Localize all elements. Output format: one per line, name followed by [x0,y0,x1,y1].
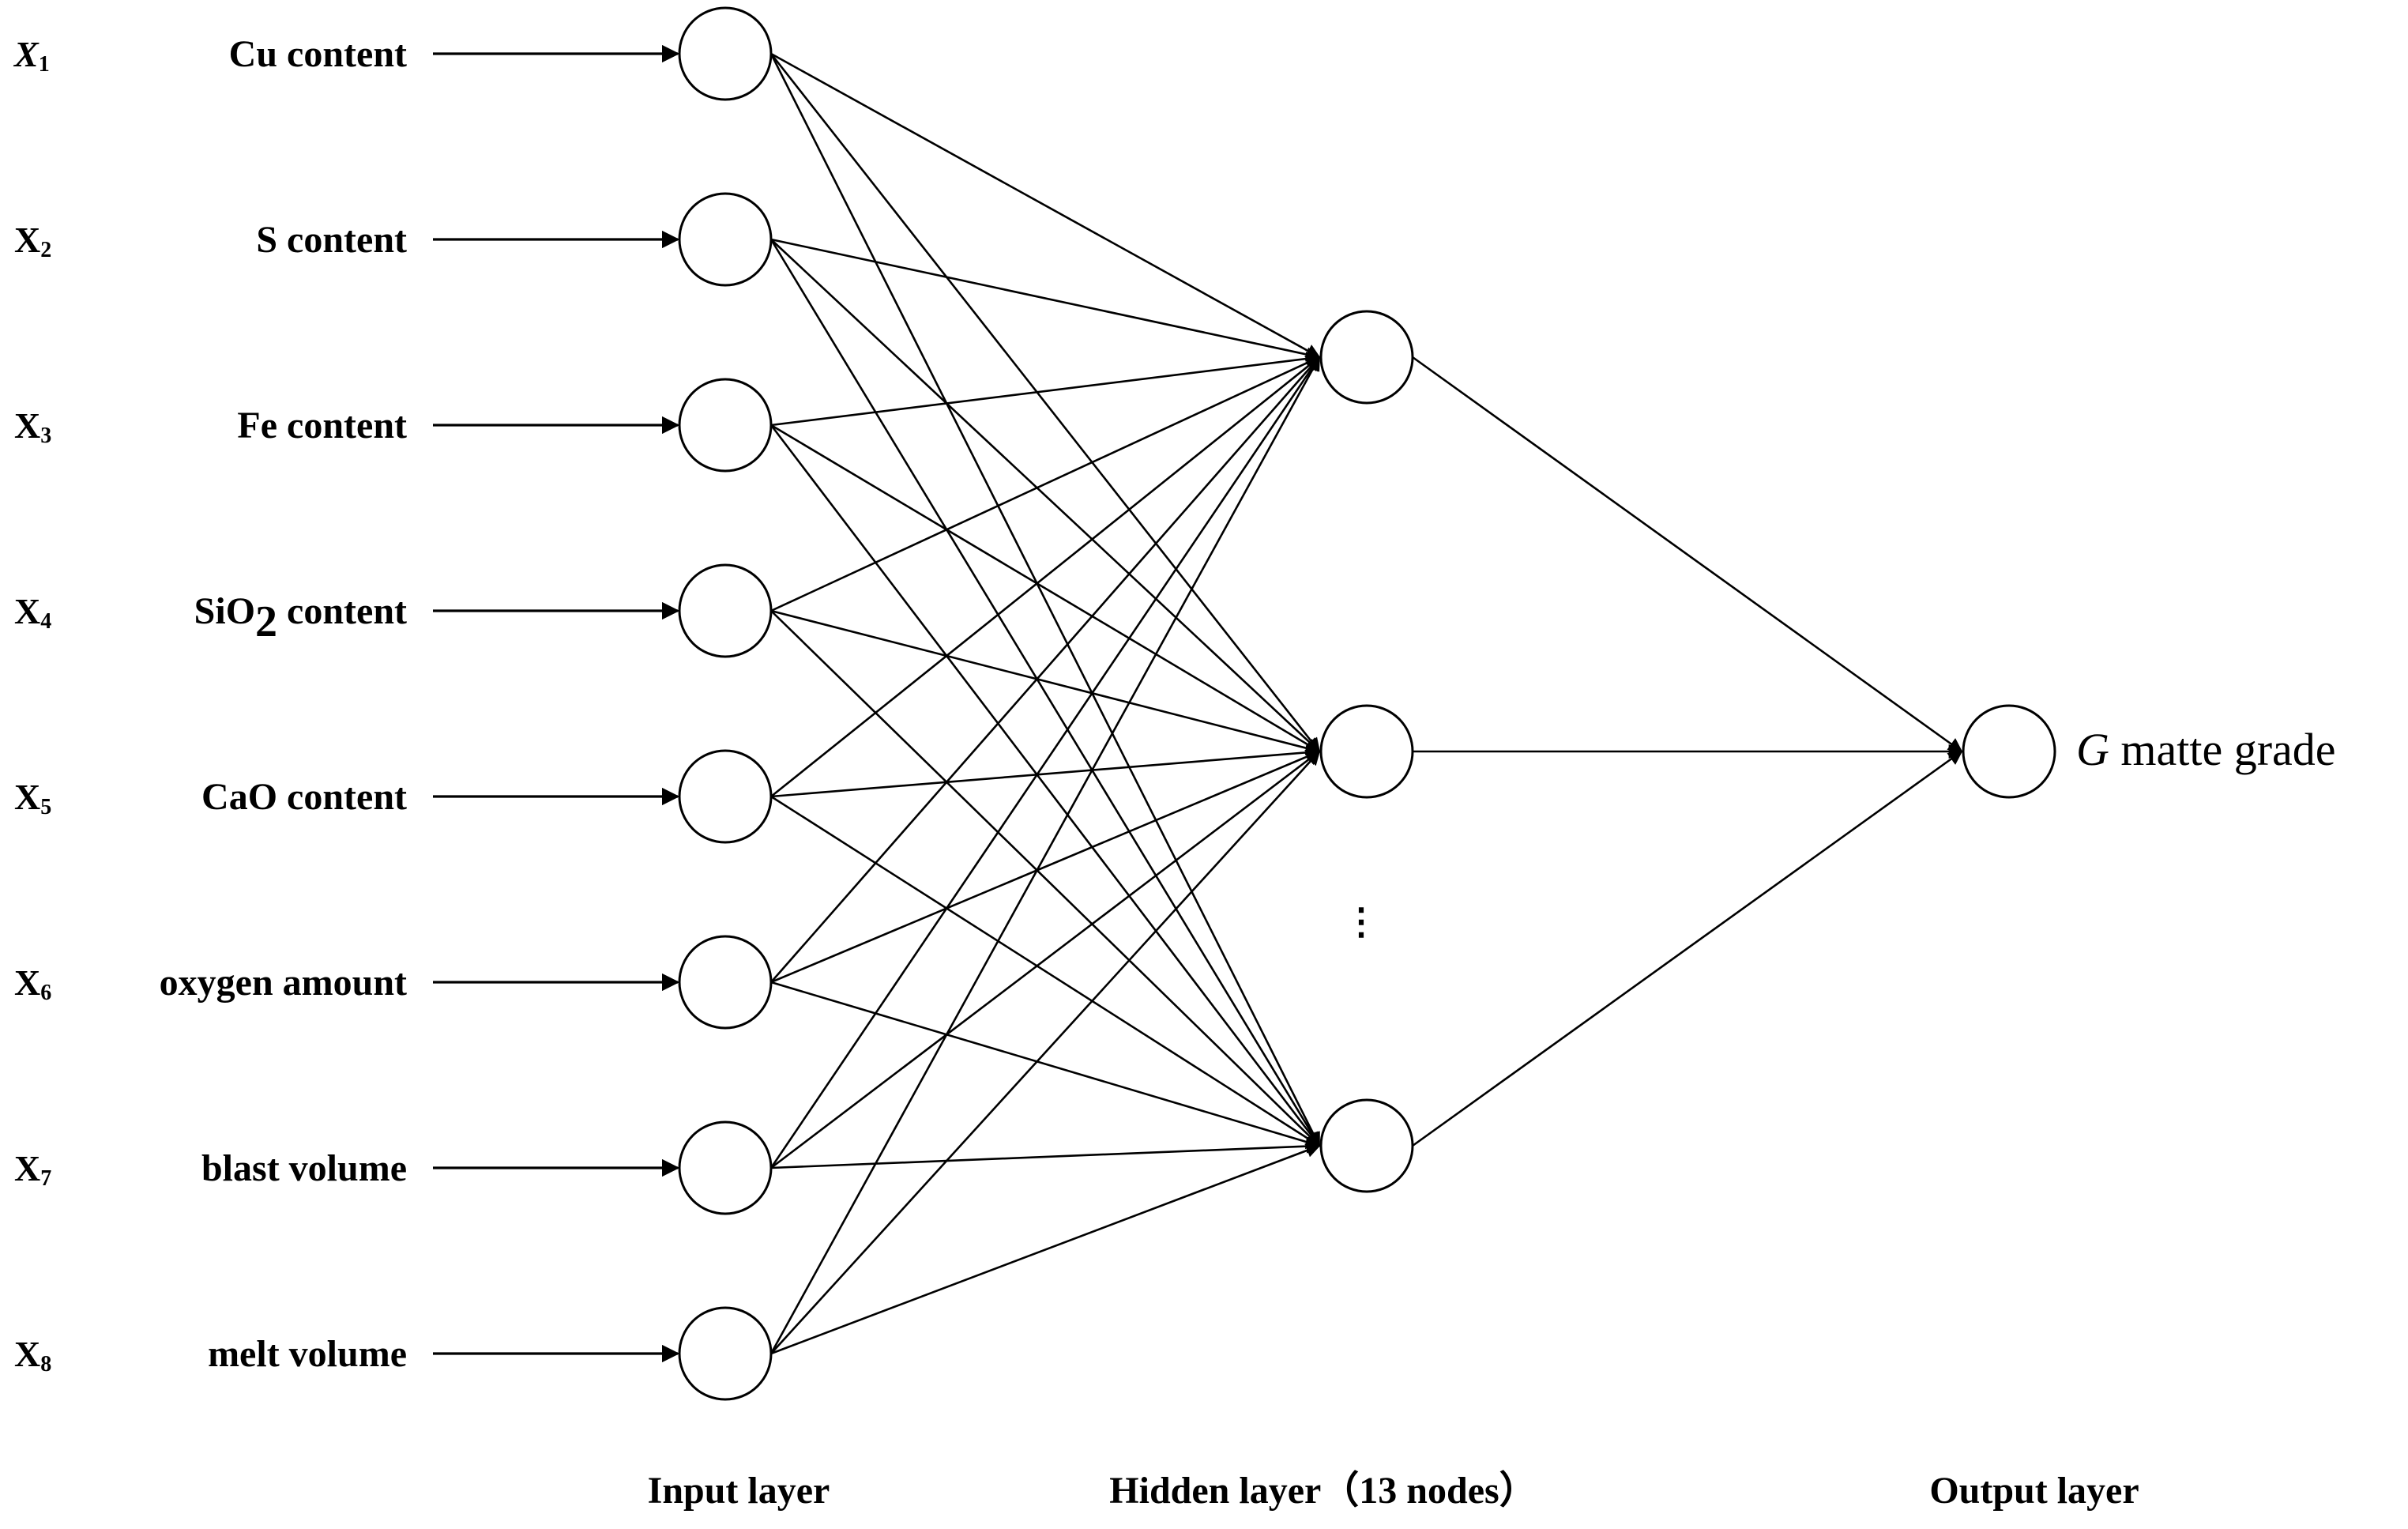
input-feature-5: CaO content [201,776,407,818]
network-nodes [678,6,2056,1401]
edge-input8-hidden2 [770,750,1321,1354]
input-layer-label: Input layer [648,1470,830,1512]
hidden-node-2 [1319,704,1414,799]
edge-input5-hidden1 [770,356,1321,798]
hidden-node-1 [1319,310,1414,405]
hidden-node-3 [1319,1098,1414,1193]
input-arrows [433,44,680,1363]
input-node-4 [678,563,773,658]
edge-input4-hidden2 [770,609,1321,755]
input-feature-6: oxygen amount [160,962,407,1004]
input-var-2: X2 [14,220,51,262]
edge-input4-hidden1 [770,356,1321,612]
input-node-8 [678,1306,773,1401]
edge-input5-hidden3 [770,795,1321,1147]
edge-input4-hidden3 [770,610,1321,1147]
edge-input3-hidden1 [770,351,1321,427]
edge-input8-hidden1 [769,356,1321,1354]
output-label: G matte grade [2076,724,2336,775]
input-feature-3: Fe content [237,405,407,446]
input-node-7 [678,1120,773,1215]
input-var-3: X3 [14,405,51,448]
input-feature-1: Cu content [229,33,407,75]
input-feature-2: S content [256,219,407,261]
labels: ⋮ G matte grade Input layer Hidden layer… [648,724,2336,1512]
edge-input6-hidden2 [770,749,1321,984]
input-var-8: X8 [14,1334,51,1376]
edge-input6-hidden3 [770,981,1321,1150]
hidden-ellipsis: ⋮ [1343,902,1379,942]
input-feature-8: melt volume [208,1333,407,1375]
edge-input3-hidden2 [770,424,1321,753]
edge-input7-hidden3 [770,1139,1321,1169]
input-feature-7: blast volume [201,1147,407,1189]
hidden-layer-label: Hidden layer（13 nodes） [1109,1470,1537,1512]
edge-input2-hidden1 [770,238,1321,362]
input-var-4: X4 [14,591,51,634]
input-var-5: X5 [14,777,51,819]
edge-input6-hidden1 [770,356,1321,983]
connection-edges [769,52,1963,1355]
input-node-2 [678,192,773,287]
edge-input2-hidden2 [770,239,1321,753]
edge-hidden1-output [1412,356,1963,753]
edge-input8-hidden3 [770,1143,1321,1355]
input-feature-4: SiO2 content [194,590,407,646]
edge-input7-hidden2 [770,750,1321,1169]
input-node-5 [678,749,773,844]
input-var-7: X7 [14,1148,51,1191]
output-layer-label: Output layer [1929,1470,2139,1512]
input-node-1 [678,6,773,101]
edge-input3-hidden3 [769,424,1321,1147]
edge-input7-hidden1 [769,356,1321,1169]
edge-input5-hidden2 [770,745,1321,798]
edge-hidden3-output [1412,750,1963,1147]
input-var-6: X6 [14,962,51,1005]
output-symbol: G [2076,724,2109,775]
output-node [1962,704,2056,799]
edge-input1-hidden2 [769,53,1321,753]
edge-input1-hidden1 [770,52,1321,359]
input-var-1: X1 [13,34,50,77]
input-node-6 [678,935,773,1030]
input-node-3 [678,378,773,473]
edge-input2-hidden3 [769,239,1321,1147]
output-text: matte grade [2109,724,2336,775]
edge-input1-hidden3 [769,53,1321,1147]
